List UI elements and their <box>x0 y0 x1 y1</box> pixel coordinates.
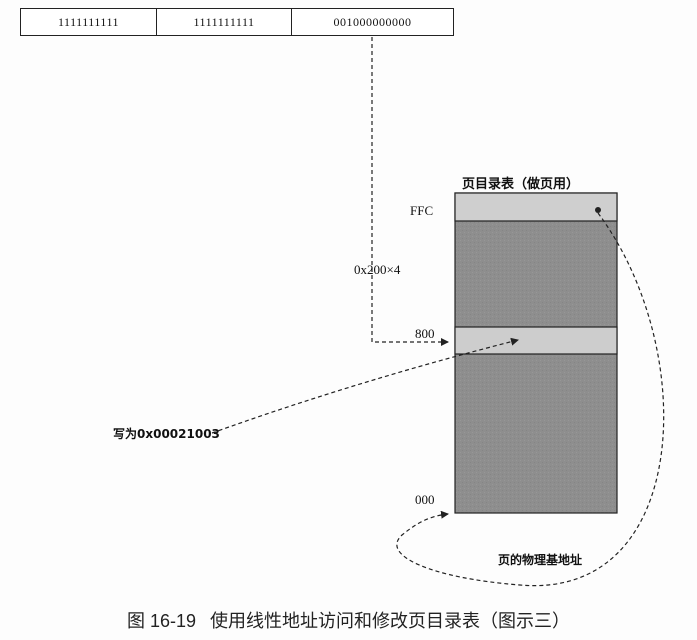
offset-arrow <box>371 37 449 346</box>
entry-ffc-dot <box>595 207 601 213</box>
pte-index-field: 1111111111 <box>157 9 292 35</box>
label-000: 000 <box>415 492 435 507</box>
figure-number: 图 16-19 <box>126 611 197 631</box>
write-value-label: 写为0x00021003 <box>113 427 220 441</box>
offset-label: 0x200×4 <box>354 262 401 277</box>
phys-base-loop-arrow <box>396 212 665 587</box>
page-directory-title: 页目录表（做页用） <box>462 177 580 192</box>
phys-base-label: 页的物理基地址 <box>498 553 583 567</box>
pde-index-field: 1111111111 <box>21 9 157 35</box>
figure-caption-text: 使用线性地址访问和修改页目录表（图示三） <box>210 611 571 632</box>
label-ffc: FFC <box>410 203 434 218</box>
label-800: 800 <box>415 326 435 341</box>
entry-800-slot <box>454 326 618 355</box>
entry-ffc-slot <box>454 192 618 222</box>
linear-address-box: 1111111111 1111111111 001000000000 <box>20 8 454 36</box>
figure-caption: 图 16-19 使用线性地址访问和修改页目录表（图示三） <box>0 607 697 633</box>
page-directory-table <box>454 192 618 514</box>
offset-field: 001000000000 <box>333 14 412 29</box>
